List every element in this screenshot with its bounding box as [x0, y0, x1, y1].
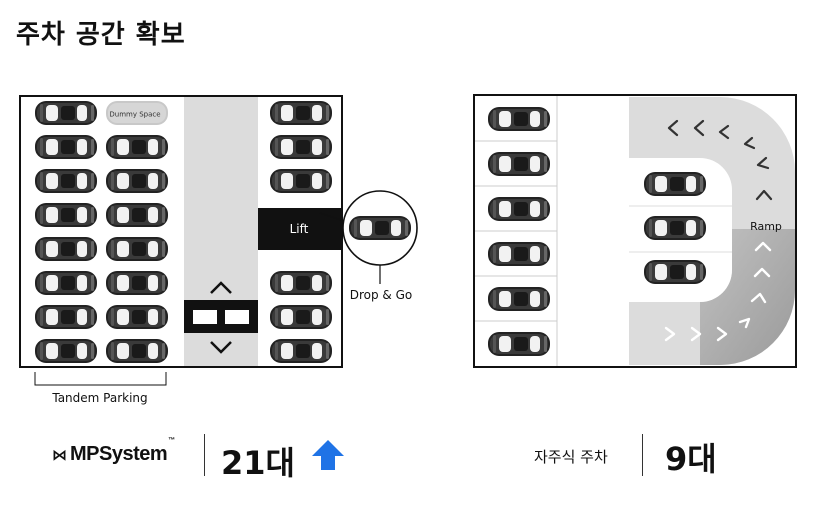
- dummy-space: Dummy Space: [106, 101, 168, 125]
- brand-name: MPSystem™: [70, 437, 175, 466]
- chevron-down-icon: [210, 341, 232, 354]
- left-slots: [475, 96, 558, 366]
- self-parking-label: 자주식 주차: [534, 448, 608, 466]
- drop-and-go: Drop & Go: [319, 190, 418, 302]
- page-title: 주차 공간 확보: [16, 20, 186, 50]
- mp-count: 21대: [221, 444, 295, 482]
- self-parking-layout: Ramp: [473, 94, 797, 368]
- lift: Lift: [258, 208, 342, 250]
- shuttle: [184, 281, 258, 354]
- tandem-parking: Tandem Parking: [34, 372, 167, 405]
- direction-chevrons-upper: [667, 119, 773, 201]
- self-count: 9대: [665, 440, 717, 478]
- dummy-space-label: Dummy Space: [109, 111, 160, 119]
- mp-system-layout: Dummy Space Lift: [19, 95, 418, 405]
- tandem-label: Tandem Parking: [51, 391, 147, 405]
- brand-trademark: ™: [168, 437, 175, 444]
- direction-chevrons-lower: [664, 241, 772, 342]
- increase-arrow-icon: [312, 440, 344, 470]
- brand-text: MPSystem: [70, 443, 168, 465]
- chevron-up-icon: [210, 281, 232, 294]
- mpsystem-logo: ⋈ MPSystem™: [52, 437, 175, 466]
- divider-right: [642, 434, 643, 476]
- drop-go-label: Drop & Go: [350, 288, 413, 302]
- ramp-label: Ramp: [750, 220, 782, 233]
- lift-label: Lift: [290, 222, 309, 236]
- divider-left: [204, 434, 205, 476]
- tandem-column-2: Dummy Space: [106, 101, 168, 363]
- mpsystem-mark-icon: ⋈: [52, 445, 67, 464]
